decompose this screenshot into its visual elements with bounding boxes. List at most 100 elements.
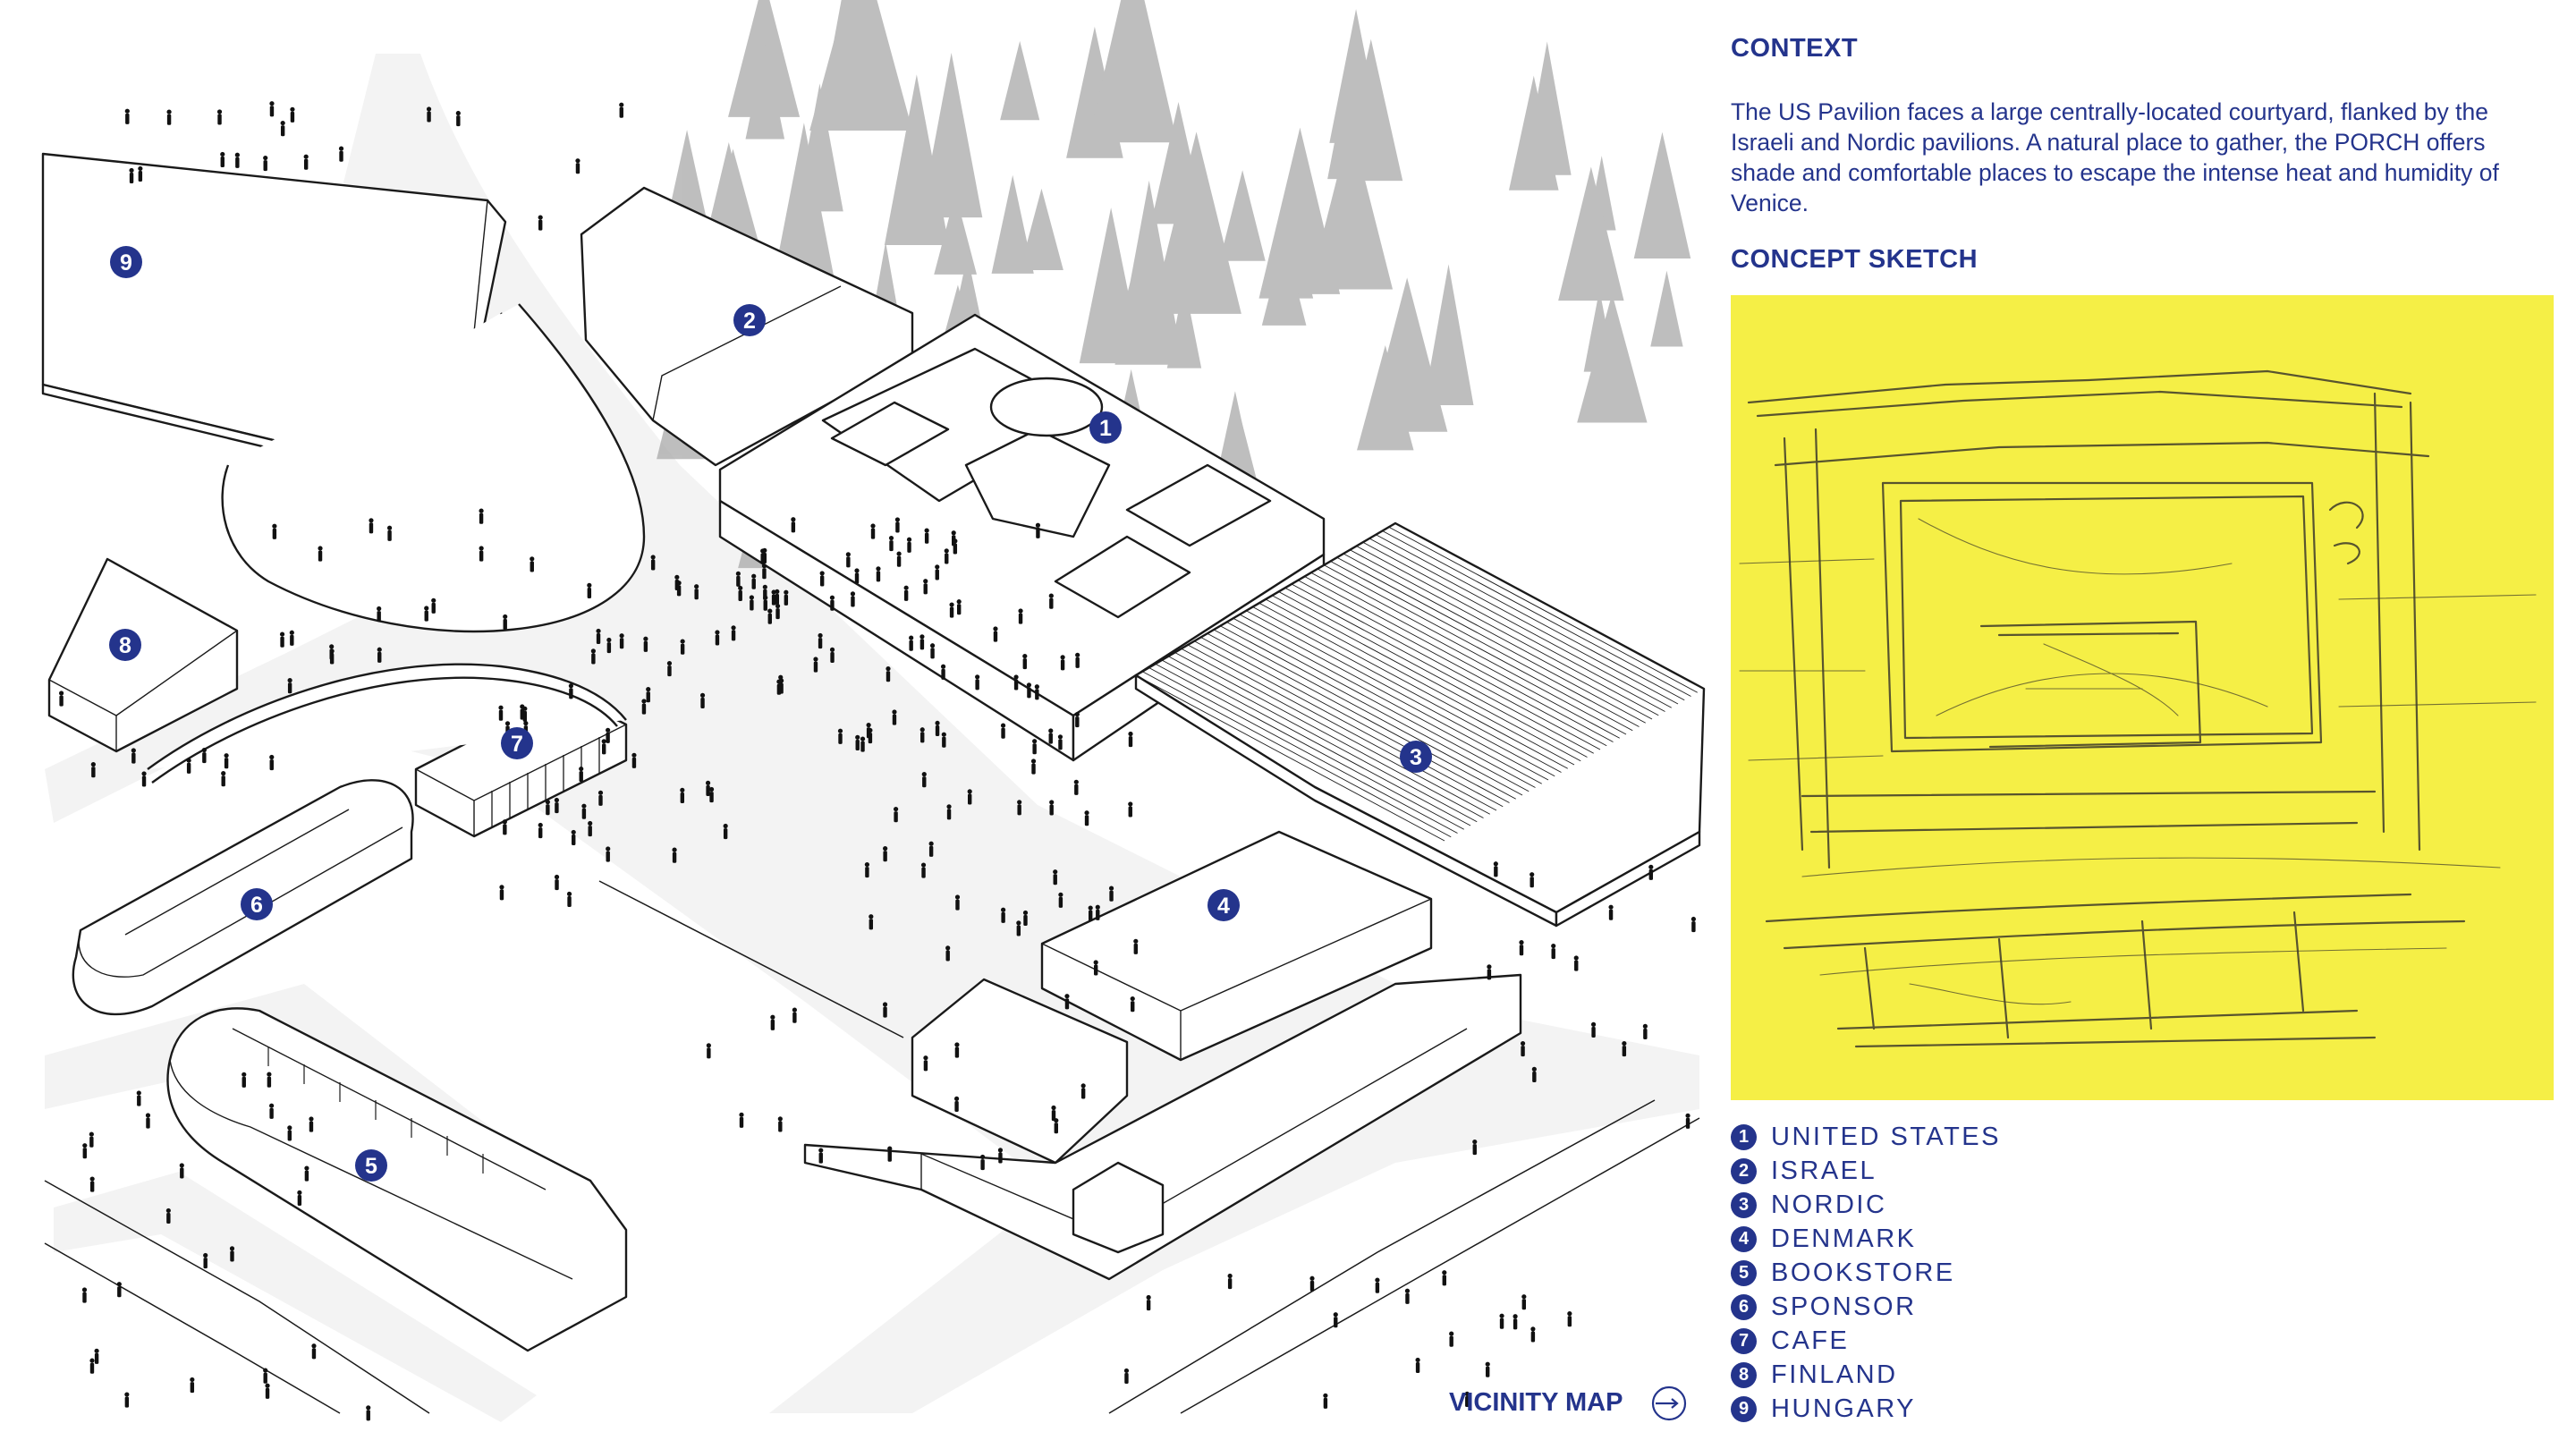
roof-line — [1336, 556, 1646, 724]
person-figure — [784, 589, 789, 606]
person-figure — [82, 1143, 88, 1159]
svg-text:1: 1 — [1099, 416, 1112, 441]
person-figure — [597, 790, 604, 806]
person-figure — [739, 1112, 744, 1128]
person-figure — [694, 584, 699, 600]
roof-line — [1388, 526, 1698, 693]
badge-cafe: 7 — [501, 727, 533, 759]
person-figure — [318, 546, 323, 562]
person-figure — [949, 602, 954, 618]
person-figure — [1013, 674, 1019, 691]
person-figure — [818, 632, 823, 649]
person-figure — [267, 1072, 272, 1088]
person-figure — [1499, 1313, 1504, 1329]
person-figure — [1084, 810, 1089, 826]
person-figure — [845, 552, 851, 568]
roof-line — [1194, 640, 1504, 808]
person-figure — [203, 1252, 208, 1269]
person-figure — [1464, 1391, 1470, 1407]
person-figure — [1095, 904, 1100, 920]
roof-line — [1362, 541, 1672, 708]
person-figure — [287, 1125, 292, 1141]
legend-item-denmark: 4 DENMARK — [1731, 1222, 2001, 1256]
legend-label: DENMARK — [1771, 1224, 1917, 1253]
person-figure — [242, 1072, 247, 1088]
badge-bookstore: 5 — [355, 1149, 387, 1182]
tree-silhouette — [1000, 40, 1040, 121]
person-figure — [778, 674, 784, 691]
person-figure — [956, 599, 962, 615]
person-figure — [165, 1208, 171, 1224]
svg-text:8: 8 — [119, 633, 131, 658]
building-bookstore — [166, 1007, 628, 1352]
person-figure — [141, 771, 147, 787]
person-figure — [954, 894, 961, 911]
badge-denmark: 4 — [1208, 889, 1240, 921]
person-figure — [705, 780, 711, 796]
person-figure — [221, 771, 226, 787]
person-figure — [1404, 1288, 1411, 1304]
person-figure — [1648, 864, 1654, 880]
person-figure — [1519, 940, 1524, 956]
svg-text:5: 5 — [365, 1154, 377, 1179]
person-figure — [338, 146, 344, 162]
person-figure — [1375, 1277, 1380, 1293]
tree-silhouette — [1508, 75, 1559, 191]
legend-number-badge: 9 — [1731, 1395, 1757, 1422]
person-figure — [777, 1116, 783, 1132]
tree-silhouette — [796, 83, 843, 212]
roof-line — [1220, 625, 1530, 792]
person-figure — [1227, 1273, 1233, 1290]
tree-silhouette — [1633, 131, 1691, 258]
person-figure — [975, 674, 980, 691]
person-figure — [680, 787, 685, 803]
building-finland — [47, 557, 239, 753]
person-figure — [606, 637, 612, 654]
person-figure — [289, 630, 294, 646]
person-figure — [666, 660, 673, 677]
nordic-roof-lines — [1135, 526, 1698, 842]
tree-silhouette — [991, 174, 1034, 274]
roof-line — [1207, 632, 1516, 800]
concept-sketch-image — [1731, 295, 2554, 1100]
person-figure — [311, 1343, 317, 1360]
person-figure — [89, 1358, 95, 1374]
person-figure — [426, 106, 432, 123]
person-figure — [59, 691, 64, 707]
tree-silhouette — [1650, 270, 1683, 347]
legend-label: HUNGARY — [1771, 1394, 1916, 1423]
person-figure — [883, 846, 888, 862]
person-figure — [1074, 711, 1080, 728]
person-figure — [980, 1154, 986, 1171]
person-figure — [888, 535, 894, 552]
legend-item-finland: 8 FINLAND — [1731, 1358, 2001, 1392]
roof-line — [1265, 598, 1575, 766]
person-figure — [216, 109, 223, 125]
person-figure — [1075, 652, 1080, 668]
person-figure — [1590, 1021, 1597, 1038]
person-figure — [606, 846, 611, 862]
person-figure — [166, 109, 172, 125]
legend-number-badge: 4 — [1731, 1225, 1757, 1252]
person-figure — [424, 606, 429, 622]
person-figure — [571, 829, 576, 846]
person-figure — [771, 589, 776, 606]
person-figure — [1001, 907, 1006, 923]
legend-number-badge: 5 — [1731, 1259, 1757, 1286]
person-figure — [676, 580, 682, 597]
person-figure — [731, 625, 736, 641]
roof-line — [1187, 644, 1497, 811]
person-figure — [269, 1103, 275, 1119]
person-figure — [837, 728, 843, 744]
person-figure — [94, 1348, 99, 1364]
person-figure — [1123, 1368, 1130, 1385]
person-figure — [876, 566, 881, 582]
person-figure — [1685, 1113, 1690, 1129]
road-lines — [44, 880, 1700, 1414]
person-figure — [1048, 593, 1054, 609]
person-figure — [866, 723, 871, 739]
person-figure — [304, 1165, 309, 1182]
person-figure — [431, 597, 436, 614]
vicinity-map-drawing: 1 2 3 4 5 6 7 8 — [41, 0, 1706, 1422]
person-figure — [924, 528, 929, 544]
